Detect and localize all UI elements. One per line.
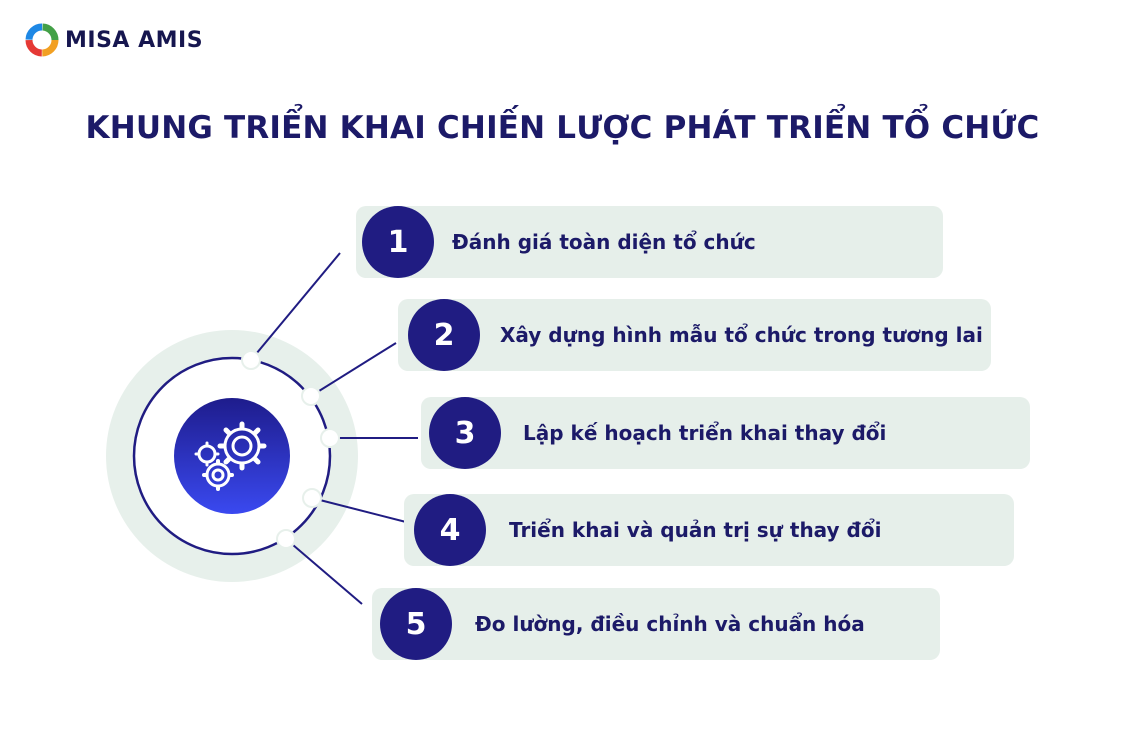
connector-line-2 [310, 342, 397, 397]
connector-line-4 [311, 497, 407, 523]
step-label: Xây dựng hình mẫu tổ chức trong tương la… [500, 323, 983, 347]
brand-logo: MISA AMIS [25, 23, 203, 57]
step-number-badge: 2 [408, 299, 480, 371]
step-card-4: 4 Triển khai và quản trị sự thay đổi [404, 494, 1014, 566]
connector-line-5 [285, 538, 363, 605]
connector-dot-3 [320, 428, 340, 448]
connector-dot-4 [302, 488, 322, 508]
connector-line-1 [250, 252, 341, 361]
step-label: Đánh giá toàn diện tổ chức [452, 230, 756, 254]
step-card-3: 3 Lập kế hoạch triển khai thay đổi [421, 397, 1030, 469]
step-card-2: 2 Xây dựng hình mẫu tổ chức trong tương … [398, 299, 991, 371]
page-title: KHUNG TRIỂN KHAI CHIẾN LƯỢC PHÁT TRIỂN T… [85, 110, 1040, 146]
step-number-badge: 3 [429, 397, 501, 469]
step-number-badge: 5 [380, 588, 452, 660]
misa-amis-logo-icon [25, 23, 59, 57]
brand-name: MISA AMIS [65, 27, 204, 53]
connector-dot-2 [301, 386, 321, 406]
step-label: Lập kế hoạch triển khai thay đổi [523, 421, 887, 445]
hub-core [174, 398, 290, 514]
step-card-5: 5 Đo lường, điều chỉnh và chuẩn hóa [372, 588, 940, 660]
step-card-1: 1 Đánh giá toàn diện tổ chức [356, 206, 943, 278]
step-number-badge: 4 [414, 494, 486, 566]
connector-dot-5 [276, 529, 296, 549]
step-number-badge: 1 [362, 206, 434, 278]
step-label: Đo lường, điều chỉnh và chuẩn hóa [475, 612, 865, 636]
gears-people-icon [194, 421, 267, 491]
step-label: Triển khai và quản trị sự thay đổi [509, 518, 882, 542]
connector-dot-1 [241, 350, 261, 370]
